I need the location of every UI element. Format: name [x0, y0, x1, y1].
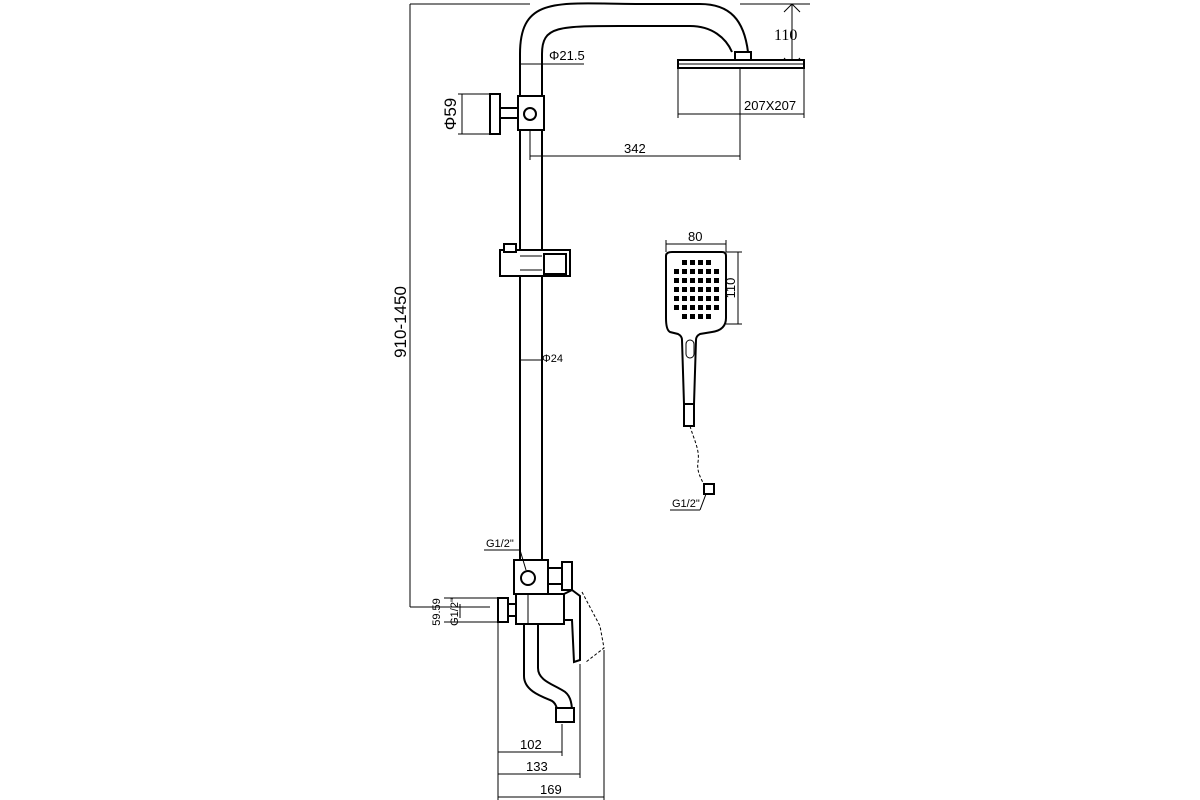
- nozzle: [682, 296, 687, 301]
- nozzle: [714, 278, 719, 283]
- nozzle: [714, 305, 719, 310]
- slide-holder: [499, 243, 571, 277]
- nozzle: [698, 278, 703, 283]
- inlet-thread-label: G1/2": [449, 598, 461, 626]
- spout-dimensions: 102 133 169: [497, 622, 605, 800]
- hand-shower-nozzles: [674, 260, 719, 319]
- nozzle: [706, 305, 711, 310]
- total-height-dimension: 910-1450: [391, 3, 530, 608]
- nozzle: [698, 305, 703, 310]
- nozzle: [706, 269, 711, 274]
- nozzle: [682, 287, 687, 292]
- nozzle: [706, 260, 711, 265]
- nozzle: [706, 296, 711, 301]
- hand-shower: 80 110 G1/2": [665, 229, 742, 511]
- hand-width-label: 80: [688, 229, 702, 244]
- nozzle: [706, 278, 711, 283]
- nozzle: [714, 269, 719, 274]
- nozzle: [698, 314, 703, 319]
- spout-102-label: 102: [520, 737, 542, 752]
- nozzle: [682, 278, 687, 283]
- riser-diameter-dimension: Φ24: [520, 353, 563, 365]
- riser-diameter-label: Φ24: [542, 353, 563, 365]
- head-drop-label: 110: [774, 27, 797, 44]
- nozzle: [682, 260, 687, 265]
- nozzle: [690, 269, 695, 274]
- nozzle: [698, 269, 703, 274]
- flange-diameter-label: Φ59: [441, 98, 460, 130]
- diverter-outlet: G1/2": [484, 538, 573, 595]
- bath-spout: [523, 624, 575, 723]
- hand-height-label: 110: [723, 278, 738, 299]
- nozzle: [714, 296, 719, 301]
- head-drop-dimension: 110: [740, 3, 810, 67]
- nozzle: [690, 260, 695, 265]
- arm-reach-dimension: 342: [529, 68, 741, 160]
- riser-pipe: Φ21.5: [519, 2, 749, 598]
- total-height-label: 910-1450: [391, 286, 410, 358]
- nozzle: [690, 287, 695, 292]
- nozzle: [690, 305, 695, 310]
- nozzle: [706, 314, 711, 319]
- inlet-left-label: 59.59: [431, 598, 443, 626]
- nozzle: [690, 296, 695, 301]
- top-wall-bracket: Φ59: [441, 93, 545, 135]
- nozzle: [682, 305, 687, 310]
- nozzle: [674, 287, 679, 292]
- outlet-thread-label: G1/2": [486, 538, 514, 550]
- nozzle: [698, 287, 703, 292]
- arm-reach-label: 342: [624, 141, 646, 156]
- overhead-shower-head: 207X207: [677, 51, 805, 118]
- mixer-valve: 59.59 G1/2": [431, 588, 605, 664]
- nozzle: [690, 314, 695, 319]
- nozzle: [674, 278, 679, 283]
- nozzle: [690, 278, 695, 283]
- head-size-label: 207X207: [744, 98, 796, 113]
- nozzle: [674, 269, 679, 274]
- nozzle: [682, 269, 687, 274]
- nozzle: [714, 287, 719, 292]
- nozzle: [698, 260, 703, 265]
- arm-diameter-label: Φ21.5: [549, 48, 585, 63]
- nozzle: [682, 314, 687, 319]
- hose-thread-label: G1/2": [672, 498, 700, 510]
- nozzle: [706, 287, 711, 292]
- nozzle: [674, 296, 679, 301]
- nozzle: [674, 305, 679, 310]
- nozzle: [698, 296, 703, 301]
- spout-169-label: 169: [540, 782, 562, 797]
- spout-133-label: 133: [526, 759, 548, 774]
